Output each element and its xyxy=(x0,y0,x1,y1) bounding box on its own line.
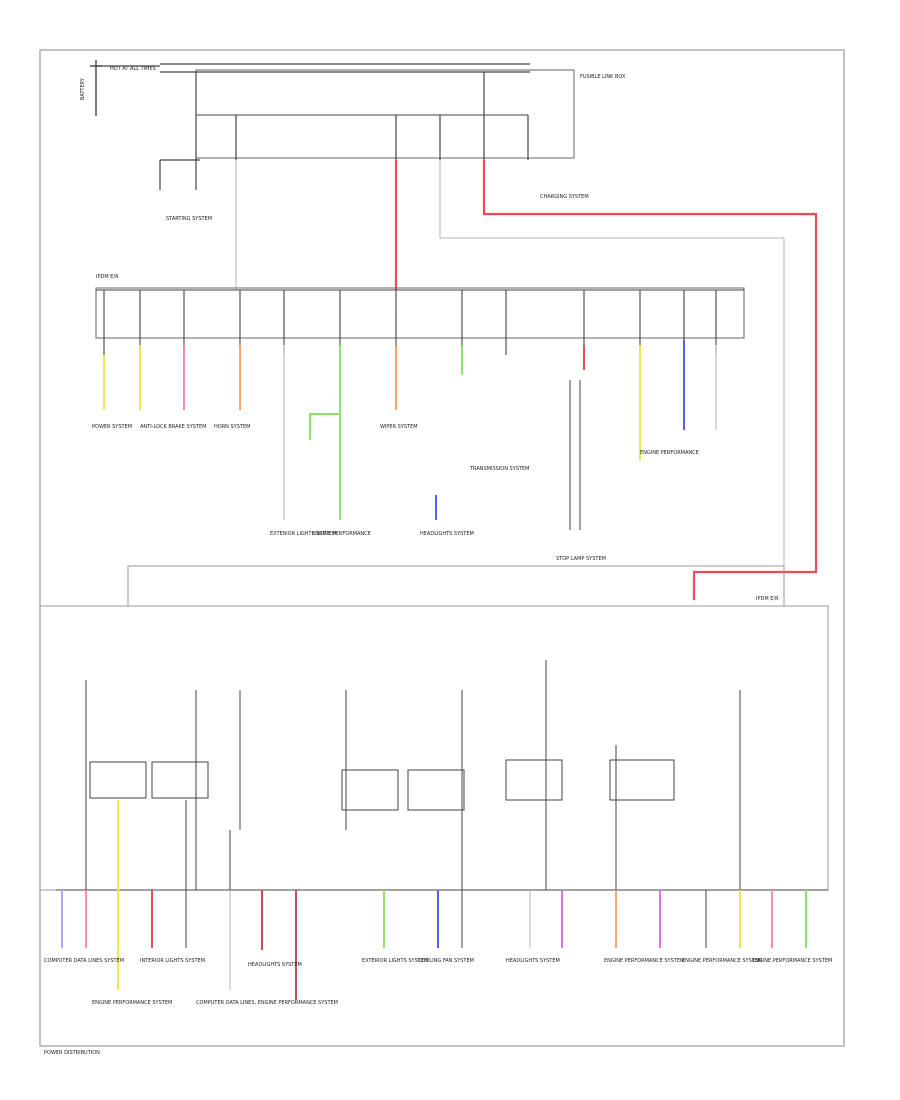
mid-fuse-block-label: IPDM E/R xyxy=(96,274,119,280)
starting-system: STARTING SYSTEM xyxy=(159,160,212,222)
bottom-fuse-block-label: IPDM E/R xyxy=(756,596,779,602)
mid-labels: POWER SYSTEM ANTI-LOCK BRAKE SYSTEM HORN… xyxy=(92,424,699,562)
red-feed-2 xyxy=(482,160,818,600)
top-fuse-block: FUSIBLE LINK BOX xyxy=(160,69,626,161)
svg-text:ENGINE PERFORMANCE: ENGINE PERFORMANCE xyxy=(640,450,699,456)
charging-system-label: CHARGING SYSTEM xyxy=(540,194,589,200)
svg-text:ENGINE PERFORMANCE SYSTEM: ENGINE PERFORMANCE SYSTEM xyxy=(92,1000,172,1006)
svg-text:EXTERIOR LIGHTS SYSTEM: EXTERIOR LIGHTS SYSTEM xyxy=(362,958,428,964)
svg-text:TRANSMISSION SYSTEM: TRANSMISSION SYSTEM xyxy=(469,466,529,472)
top-fuse-block-label: FUSIBLE LINK BOX xyxy=(580,74,626,80)
svg-text:COMPUTER DATA LINES, ENGINE PE: COMPUTER DATA LINES, ENGINE PERFORMANCE … xyxy=(196,1000,338,1006)
diagram-code: POWER DISTRIBUTION xyxy=(44,1050,100,1056)
svg-text:HEADLIGHTS SYSTEM: HEADLIGHTS SYSTEM xyxy=(506,958,560,964)
mid-switch xyxy=(569,380,581,530)
svg-text:ENGINE PERFORMANCE SYSTEM: ENGINE PERFORMANCE SYSTEM xyxy=(604,958,684,964)
relays xyxy=(85,660,741,890)
svg-text:COMPUTER DATA LINES SYSTEM: COMPUTER DATA LINES SYSTEM xyxy=(44,958,124,964)
starting-system-label: STARTING SYSTEM xyxy=(166,216,212,222)
bottom-fuse-block: IPDM E/R xyxy=(39,565,829,891)
svg-text:ENGINE PERFORMANCE: ENGINE PERFORMANCE xyxy=(312,531,371,537)
bottom-wires xyxy=(61,800,807,1000)
svg-text:STOP LAMP SYSTEM: STOP LAMP SYSTEM xyxy=(556,556,606,562)
svg-text:POWER SYSTEM: POWER SYSTEM xyxy=(92,424,132,430)
battery-vert-label: BATTERY xyxy=(80,77,86,100)
svg-text:ENGINE PERFORMANCE SYSTEM: ENGINE PERFORMANCE SYSTEM xyxy=(752,958,832,964)
svg-text:HEADLIGHTS SYSTEM: HEADLIGHTS SYSTEM xyxy=(420,531,474,537)
svg-text:EXTERIOR LIGHTS SYSTEM: EXTERIOR LIGHTS SYSTEM xyxy=(270,531,336,537)
svg-text:WIPER SYSTEM: WIPER SYSTEM xyxy=(380,424,418,430)
battery-section: HOT AT ALL TIMES BATTERY xyxy=(80,60,530,116)
svg-text:INTERIOR LIGHTS SYSTEM: INTERIOR LIGHTS SYSTEM xyxy=(140,958,205,964)
bottom-labels: COMPUTER DATA LINES SYSTEM ENGINE PERFOR… xyxy=(44,958,832,1006)
svg-text:COOLING FAN SYSTEM: COOLING FAN SYSTEM xyxy=(418,958,474,964)
mid-wires xyxy=(103,340,717,520)
svg-text:HEADLIGHTS SYSTEM: HEADLIGHTS SYSTEM xyxy=(248,962,302,968)
diagram-frame xyxy=(39,49,845,1047)
battery-label: HOT AT ALL TIMES xyxy=(110,66,156,72)
svg-text:ANTI-LOCK BRAKE SYSTEM: ANTI-LOCK BRAKE SYSTEM xyxy=(140,424,206,430)
svg-text:HORN SYSTEM: HORN SYSTEM xyxy=(214,424,250,430)
svg-text:ENGINE PERFORMANCE SYSTEM: ENGINE PERFORMANCE SYSTEM xyxy=(682,958,762,964)
mid-fuse-block: IPDM E/R xyxy=(95,274,745,355)
